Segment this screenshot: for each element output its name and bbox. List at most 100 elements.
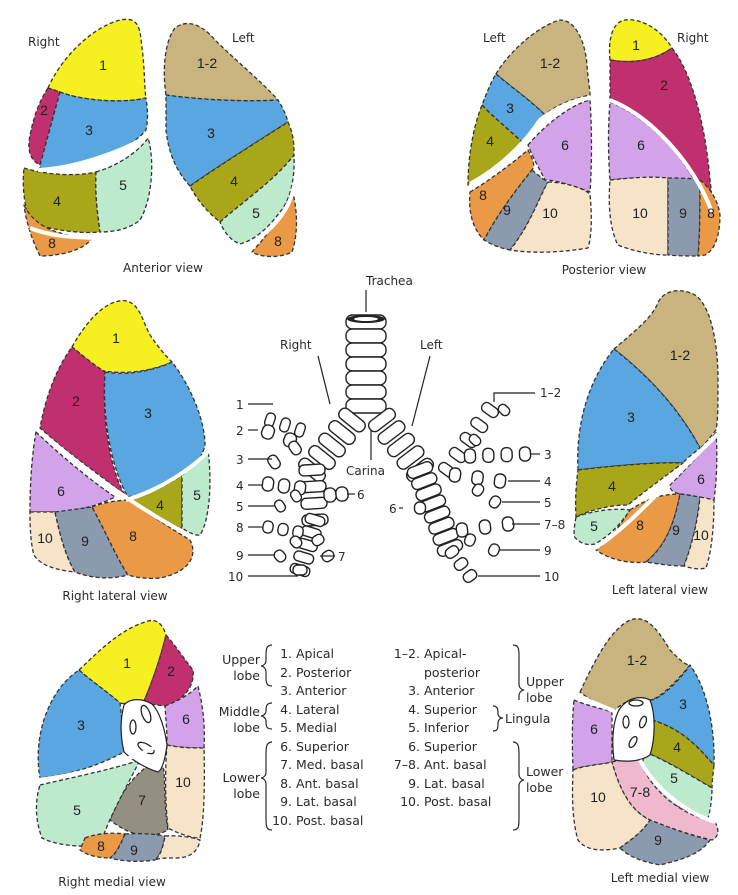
segment-label: 5 (73, 802, 81, 818)
right-b-ring (289, 489, 303, 503)
legend-label: Ant. basal (295, 775, 359, 791)
segment-label: 6 (57, 483, 65, 499)
right-b-ring (335, 486, 349, 502)
left-b-ring (518, 446, 532, 462)
legend-row: 9. Lat. basal (388, 775, 491, 794)
segment-label: 4 (53, 193, 61, 209)
right-b-ring (293, 422, 307, 438)
group-name: Lower (222, 770, 260, 785)
group-name: lobe (233, 668, 260, 683)
segment-label: 8 (636, 517, 644, 533)
brace-lingula (492, 705, 504, 732)
segment-label: 6 (182, 711, 190, 727)
left-b-ring (470, 416, 489, 434)
legend-label: Superior (295, 738, 349, 754)
right-b-ring (261, 476, 275, 492)
left-b-ring (488, 495, 502, 509)
brace-left-upper-lobe (512, 644, 525, 700)
group-name: lobe (526, 690, 553, 705)
segment-label: 5 (193, 487, 201, 503)
legend-group-lingula: Lingula (505, 711, 550, 727)
posterior-right-lung (607, 19, 721, 257)
trachea-ring (345, 398, 387, 414)
segment-3 (37, 669, 125, 779)
legend-number: 3. (280, 683, 292, 698)
segment-label: 2 (40, 102, 48, 118)
right-b-ring (260, 424, 276, 440)
legend-row: 4. Superior (388, 701, 491, 720)
brace-upper-lobe (260, 644, 273, 687)
legend-row: 10. Post. basal (270, 812, 364, 831)
legend-group-left-upper-lobe: Upper lobe (526, 674, 564, 706)
segment-label: 8 (274, 233, 282, 249)
left-main-bronchus-ring (367, 407, 397, 433)
legend-row: 3. Anterior (270, 682, 364, 701)
segment-10 (509, 181, 592, 253)
segment-label: 10 (37, 530, 53, 546)
left-branch-4: 4 (544, 475, 552, 489)
left-b-ring (468, 433, 482, 447)
legend-number: 4. (280, 701, 292, 717)
left-b-ring (482, 447, 495, 464)
legend-number: 5. (280, 720, 292, 735)
legend-number: 7–8. (393, 757, 420, 772)
legend-number: 1–2. (393, 646, 420, 661)
legend-right-lung: 1. Apical 2. Posterior 3. Anterior 4. La… (270, 645, 364, 831)
right-main-bronchus-ring (318, 432, 346, 458)
left-branch-6: 6 (389, 502, 397, 516)
legend-row: 7. Med. basal (270, 756, 364, 775)
legend-label: Medial (295, 720, 337, 735)
segment-label: 6 (697, 471, 705, 487)
left-b-ring (501, 516, 515, 532)
right-lower-bronchus-ring (293, 550, 315, 565)
legend-group-lower-lobe: Lower lobe (204, 770, 260, 802)
segment-label: 3 (679, 696, 687, 712)
segment-label: 1-2 (670, 347, 690, 363)
posterior-left-label: Left (483, 31, 506, 45)
left-medial-view: 1-2 3 6 4 5 10 7-8 9 Left medial view (571, 618, 719, 885)
left-branch-9: 9 (544, 544, 552, 558)
legend-left-lung: 1–2. Apical- posterior 3. Anterior 4. Su… (388, 645, 491, 812)
trachea-lumen (354, 317, 378, 321)
right-b-ring (278, 417, 292, 433)
segment-label: 1-2 (540, 55, 560, 71)
segment-label: 10 (693, 527, 709, 543)
legend-row: posterior (388, 664, 491, 683)
segment-label: 8 (707, 205, 715, 221)
right-branch-leaders (248, 403, 355, 577)
left-bronchus-label: Left (420, 338, 443, 352)
right-branch-9: 9 (236, 549, 244, 563)
segment-8 (91, 499, 194, 580)
segment-label: 4 (608, 478, 616, 494)
legend-number: 10. (272, 812, 292, 828)
right-b-ring (311, 533, 325, 547)
right-main-bronchus-ring (328, 419, 356, 446)
trachea-label: Trachea (365, 274, 413, 288)
segment-2 (28, 87, 61, 166)
segment-label: 3 (207, 125, 215, 141)
anterior-left-lung: 1-2 3 4 5 8 (163, 22, 298, 258)
hilum-vessel (628, 735, 638, 749)
right-branch-3: 3 (236, 453, 244, 467)
segment-label: 3 (77, 717, 85, 733)
left-b-ring (455, 522, 469, 538)
segment-10 (683, 496, 715, 570)
segment-8 (23, 204, 93, 257)
segment-8 (79, 832, 126, 859)
legend-label: Lateral (295, 701, 340, 717)
legend-label: Lat. basal (423, 775, 485, 791)
legend-number: 2. (280, 664, 292, 680)
segment-label: 5 (252, 205, 260, 221)
posterior-right-label: Right (677, 31, 709, 45)
segment-label: 4 (673, 739, 681, 755)
hilum-vessel (638, 715, 648, 729)
anterior-view: Right Left 1 2 3 4 5 8 1-2 (22, 18, 298, 275)
segment-label: 9 (81, 533, 89, 549)
segment-4 (574, 462, 684, 518)
segment-label: 9 (672, 522, 680, 538)
right-b-ring (273, 549, 287, 563)
right-main-bronchus-ring (338, 407, 366, 433)
right-b-ring (267, 454, 281, 470)
right-b-ring (262, 520, 274, 534)
segment-1 (47, 18, 147, 102)
